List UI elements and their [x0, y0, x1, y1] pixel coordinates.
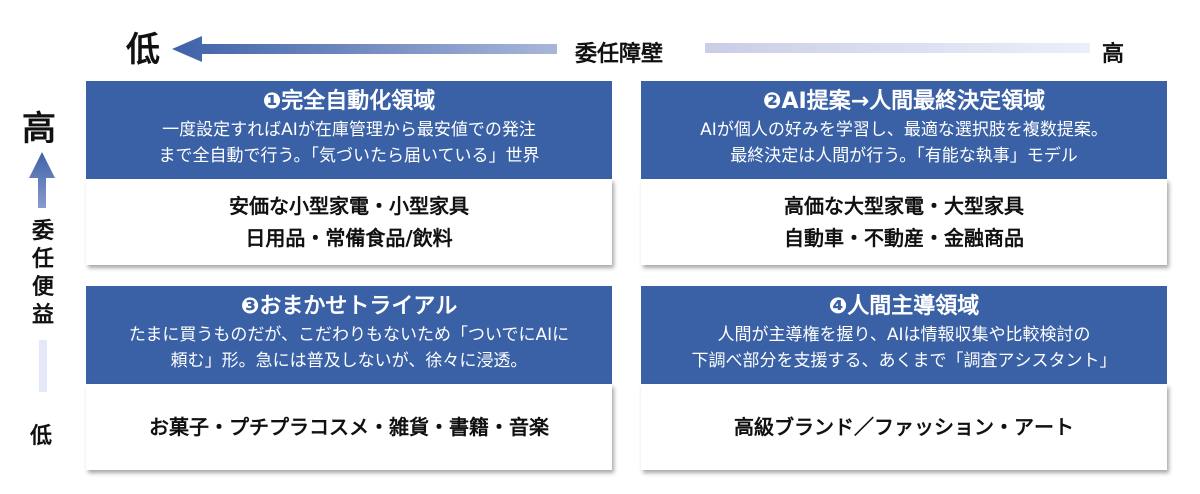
quadrant-desc-line: 人間が主導権を握り、AIは情報収集や比較検討の: [717, 325, 1091, 345]
top-axis-title: 委任障壁: [575, 42, 664, 67]
quadrant-desc-line: AIが個人の好みを学習し、最適な選択肢を複数提案。: [700, 120, 1108, 140]
left-arrow-icon: [172, 36, 557, 62]
quadrant-title: ❹人間主導領域: [828, 294, 980, 319]
quadrant-title: ❷AI提案→人間最終決定領域: [762, 89, 1046, 114]
quadrant-ai-proposal: ❷AI提案→人間最終決定領域 AIが個人の好みを学習し、最適な選択肢を複数提案。…: [641, 81, 1167, 265]
left-axis-char: 任: [31, 247, 54, 272]
faint-axis-bar: [39, 340, 47, 392]
quadrant-header: ❹人間主導領域 人間が主導権を握り、AIは情報収集や比較検討の 下調べ部分を支援…: [641, 286, 1167, 384]
up-arrow-icon: [29, 152, 55, 208]
quadrant-body: 高価な大型家電・大型家具 自動車・不動産・金融商品: [641, 179, 1167, 265]
left-axis-high-label: 高: [22, 109, 56, 149]
quadrant-title: ❸おまかせトライアル: [240, 294, 458, 319]
quadrant-desc-line: 下調べ部分を支援する、あくまで「調査アシスタント」: [691, 351, 1117, 371]
left-axis-char: 便: [31, 275, 54, 300]
quadrant-header: ❷AI提案→人間最終決定領域 AIが個人の好みを学習し、最適な選択肢を複数提案。…: [641, 81, 1167, 179]
left-axis-title: 委 任 便 益: [28, 218, 58, 330]
quadrant-item: お菓子・プチプラコスメ・雑貨・書籍・音楽: [149, 415, 549, 439]
quadrant-desc-line: 頼む」形。急には普及しないが、徐々に浸透。: [170, 351, 528, 371]
quadrant-desc-line: まで全自動で行う。「気づいたら届いている」世界: [158, 146, 540, 166]
quadrant-item: 高級ブランド／ファッション・アート: [734, 415, 1074, 439]
quadrant-body: 高級ブランド／ファッション・アート: [641, 384, 1167, 470]
quadrant-desc-line: 最終決定は人間が行う。「有能な執事」モデル: [730, 146, 1078, 166]
faint-bar: [705, 43, 1090, 53]
quadrant-desc-line: たまに買うものだが、こだわりもないため「ついでにAIに: [128, 325, 570, 345]
top-axis-low-label: 低: [126, 30, 160, 70]
quadrant-item: 高価な大型家電・大型家具: [784, 194, 1024, 218]
quadrant-title: ❶完全自動化領域: [262, 89, 436, 114]
quadrant-item: 自動車・不動産・金融商品: [784, 226, 1024, 250]
quadrant-item: 日用品・常備食品/飲料: [245, 226, 453, 250]
quadrant-body: お菓子・プチプラコスメ・雑貨・書籍・音楽: [86, 384, 612, 470]
quadrant-trial: ❸おまかせトライアル たまに買うものだが、こだわりもないため「ついでにAIに 頼…: [86, 286, 612, 470]
quadrant-full-automation: ❶完全自動化領域 一度設定すればAIが在庫管理から最安値での発注 まで全自動で行…: [86, 81, 612, 265]
quadrant-body: 安価な小型家電・小型家具 日用品・常備食品/飲料: [86, 179, 612, 265]
left-axis-low-label: 低: [30, 424, 53, 449]
left-axis-char: 益: [31, 303, 54, 328]
top-axis-high-label: 高: [1102, 42, 1125, 67]
quadrant-desc-line: 一度設定すればAIが在庫管理から最安値での発注: [162, 120, 536, 140]
quadrant-human-led: ❹人間主導領域 人間が主導権を握り、AIは情報収集や比較検討の 下調べ部分を支援…: [641, 286, 1167, 470]
left-axis-char: 委: [31, 219, 54, 244]
quadrant-item: 安価な小型家電・小型家具: [229, 194, 469, 218]
quadrant-header: ❶完全自動化領域 一度設定すればAIが在庫管理から最安値での発注 まで全自動で行…: [86, 81, 612, 179]
quadrant-header: ❸おまかせトライアル たまに買うものだが、こだわりもないため「ついでにAIに 頼…: [86, 286, 612, 384]
